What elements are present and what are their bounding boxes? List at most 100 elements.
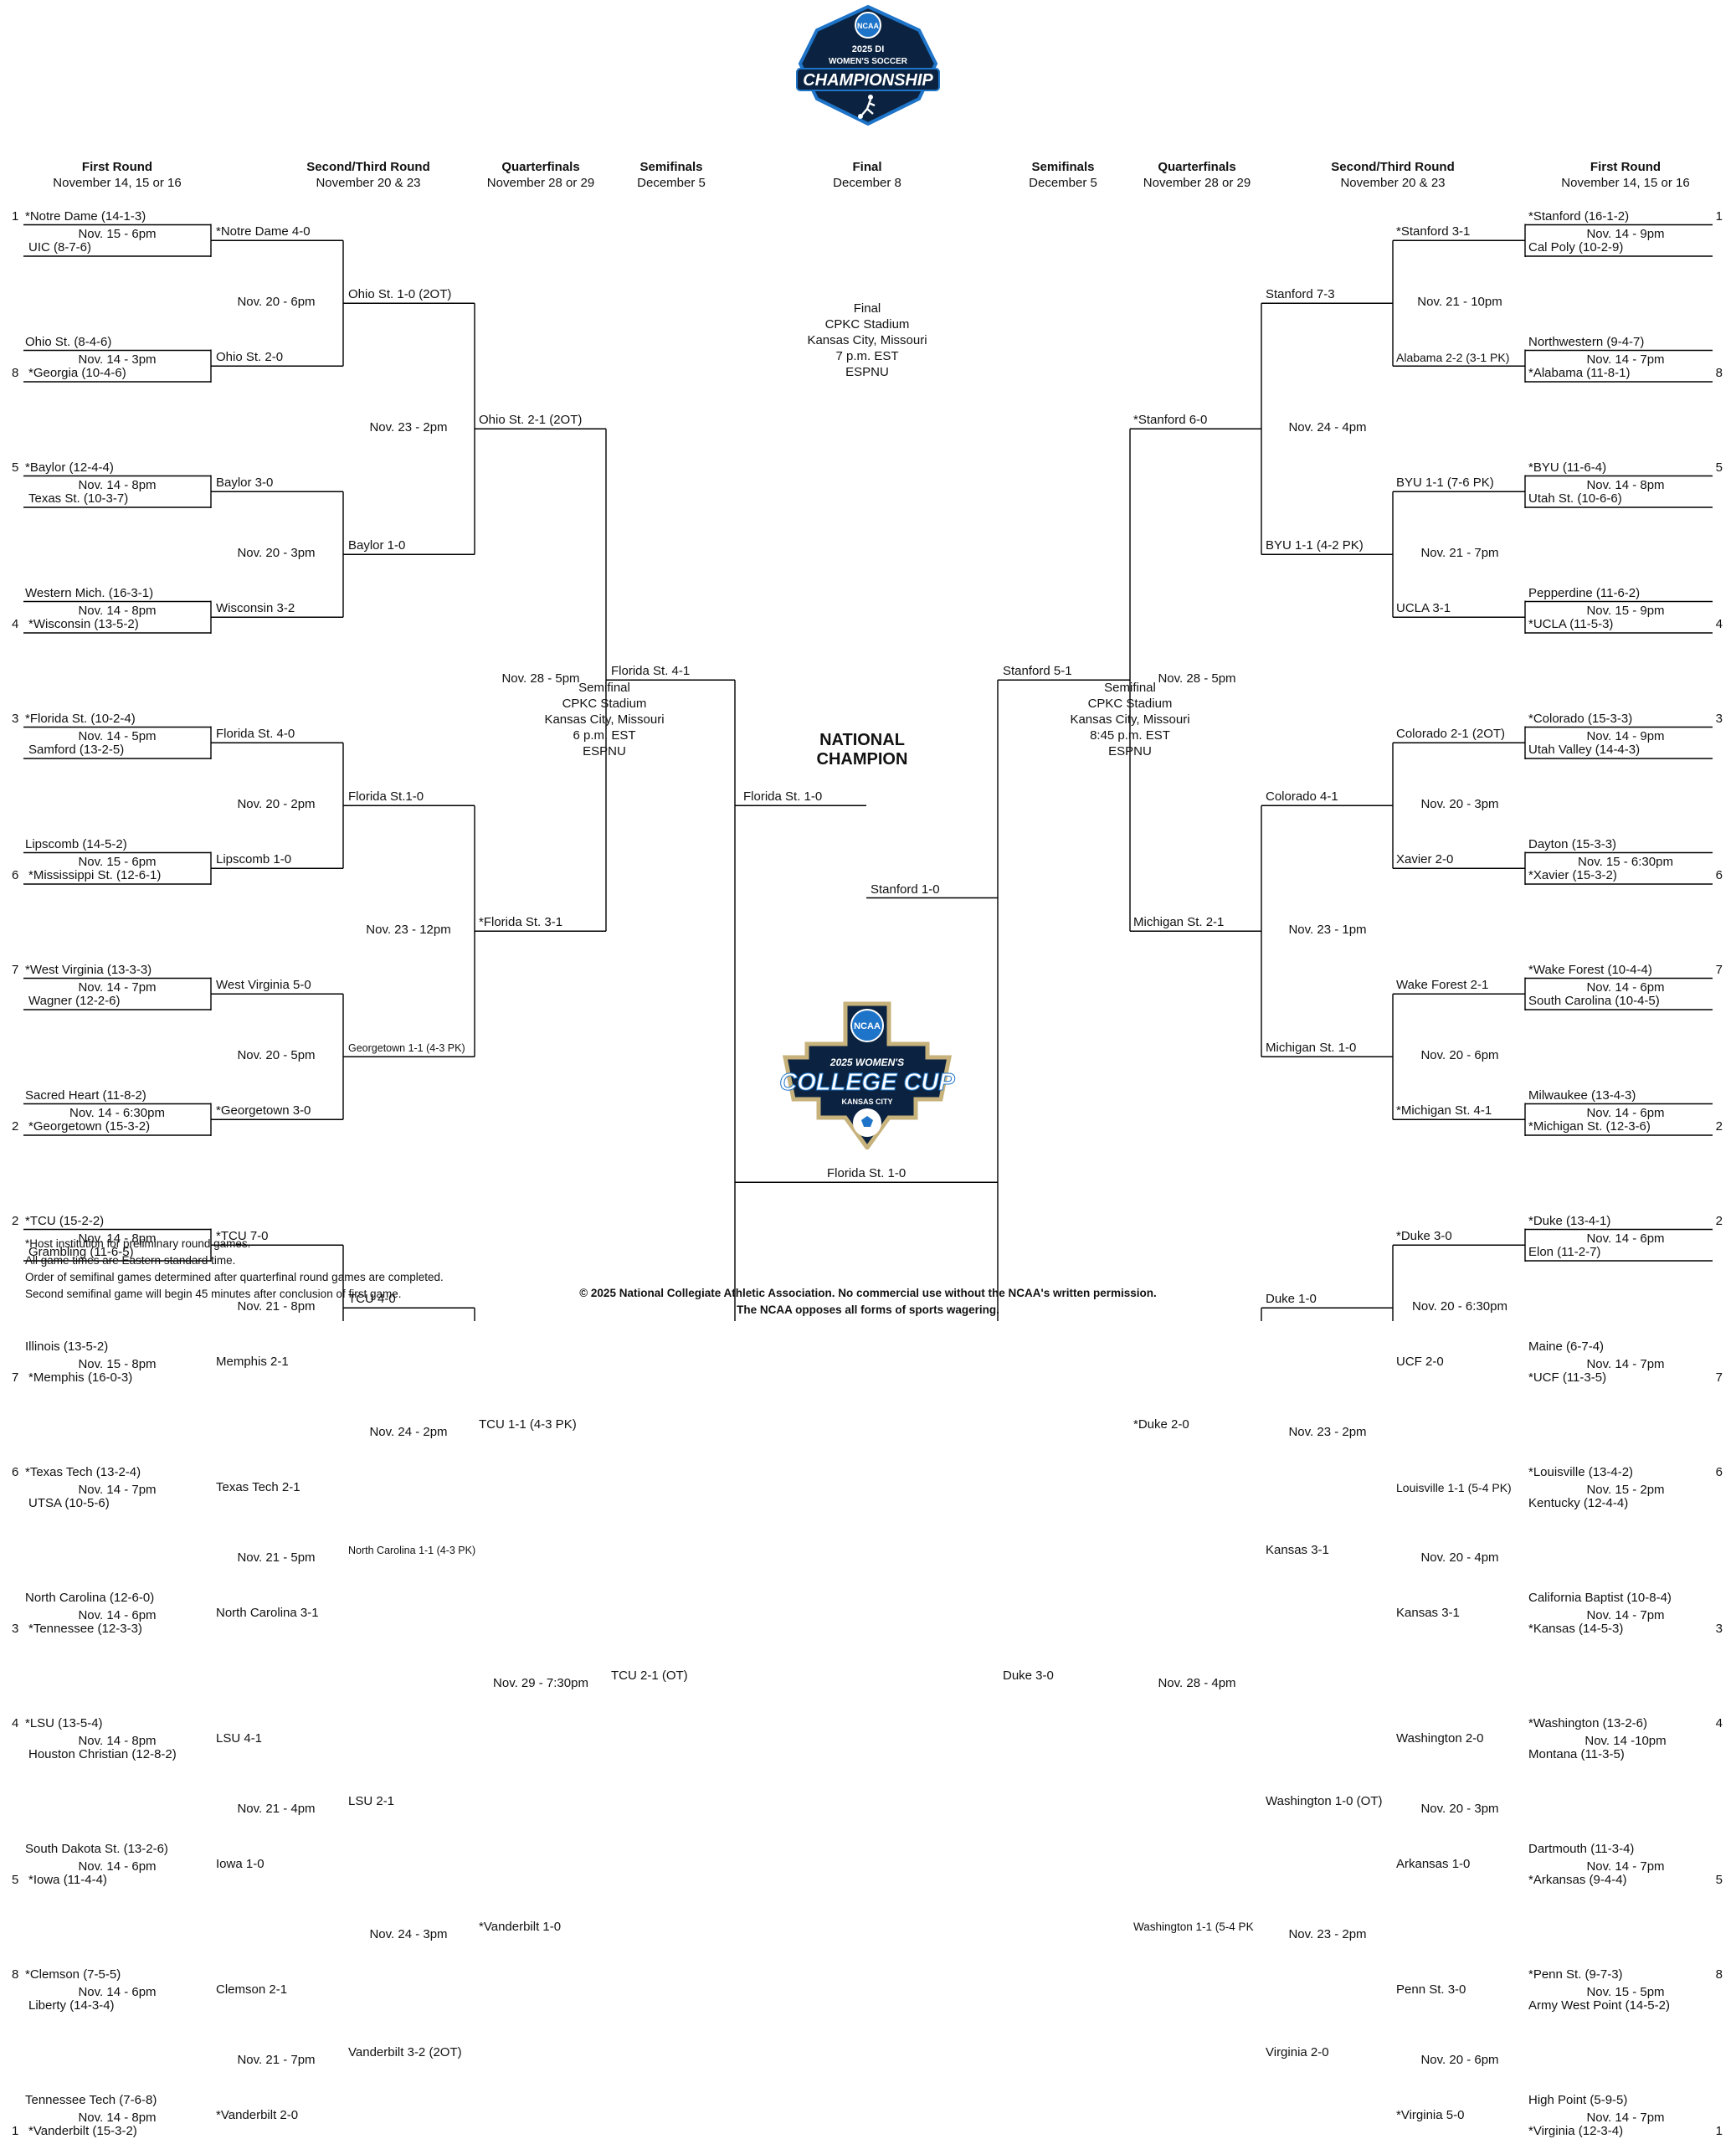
match-result: BYU 1-1 (4-2 PK)	[1266, 538, 1364, 553]
round-dates: November 20 & 23	[1340, 176, 1446, 190]
national-champion-label-line: NATIONAL	[819, 731, 905, 749]
match-result: *Virginia 5-0	[1396, 2108, 1465, 2123]
match-result: Colorado 4-1	[1266, 789, 1338, 805]
round-dates: November 14, 15 or 16	[53, 176, 182, 190]
game-time: Nov. 20 - 3pm	[237, 546, 316, 561]
info-line: 8:45 p.m. EST	[1090, 728, 1170, 743]
match-result: *Stanford 3-1	[1396, 224, 1471, 239]
info-line: 6 p.m. EST	[573, 728, 636, 743]
match-result: *Duke 2-0	[1133, 1417, 1189, 1432]
match-result: Memphis 2-1	[216, 1355, 289, 1370]
round-title: Final	[852, 160, 882, 174]
seed-number: 7	[12, 1370, 19, 1385]
match-result: Michigan St. 1-0	[1266, 1041, 1357, 1056]
top-logo-line1: 2025 DI	[852, 44, 885, 54]
match-result: *Stanford 6-0	[1133, 413, 1208, 428]
match-result: Colorado 2-1 (2OT)	[1396, 727, 1506, 742]
team-entry: *Texas Tech (13-2-4)	[25, 1464, 141, 1479]
match-result: Virginia 2-0	[1266, 2045, 1329, 2060]
seed-number: 8	[12, 366, 19, 380]
match-result: *Georgetown 3-0	[216, 1103, 311, 1118]
round-title: Second/Third Round	[1331, 160, 1455, 174]
team-entry: *LSU (13-5-4)	[25, 1715, 103, 1730]
team-entry: *West Virginia (13-3-3)	[25, 962, 152, 977]
team-entry: *Arkansas (9-4-4)	[1528, 1873, 1627, 1887]
team-entry: *Notre Dame (14-1-3)	[25, 208, 146, 224]
team-entry: UIC (8-7-6)	[28, 240, 92, 255]
team-entry: *Mississippi St. (12-6-1)	[28, 868, 162, 882]
match-result: *Vanderbilt 1-0	[479, 1920, 562, 1935]
footnotes: *Host institution for preliminary round …	[25, 1236, 444, 1303]
match-result: Louisville 1-1 (5-4 PK)	[1396, 1481, 1512, 1495]
team-entry: *Wisconsin (13-5-2)	[28, 617, 139, 631]
seed-number: 4	[1715, 1715, 1723, 1730]
team-entry: Utah St. (10-6-6)	[1528, 491, 1622, 506]
match-result: *Florida St. 3-1	[479, 915, 563, 930]
game-time: Nov. 24 - 4pm	[1288, 420, 1367, 435]
team-entry: Montana (11-3-5)	[1528, 1747, 1625, 1761]
team-entry: *Penn St. (9-7-3)	[1528, 1967, 1623, 1982]
match-result: Baylor 1-0	[348, 538, 406, 553]
match-result: Florida St. 4-0	[216, 727, 295, 742]
match-result: North Carolina 3-1	[216, 1606, 319, 1621]
round-dates: December 8	[833, 176, 901, 190]
game-time: Nov. 14 - 8pm	[78, 603, 157, 618]
team-entry: Dartmouth (11-3-4)	[1528, 1841, 1635, 1856]
team-entry: *Wake Forest (10-4-4)	[1528, 962, 1652, 977]
match-result: *Duke 3-0	[1396, 1229, 1452, 1244]
team-entry: Wagner (12-2-6)	[28, 994, 121, 1008]
finalist-entry: Florida St. 1-0	[827, 1166, 907, 1181]
team-entry: Liberty (14-3-4)	[28, 1998, 115, 2013]
game-time: Nov. 15 - 6pm	[78, 854, 157, 869]
team-entry: *Clemson (7-5-5)	[25, 1967, 121, 1982]
team-entry: South Dakota St. (13-2-6)	[25, 1841, 168, 1856]
team-entry: *Tennessee (12-3-3)	[28, 1622, 142, 1636]
bottom-logo-line1: 2025 WOMEN'S	[829, 1057, 904, 1068]
match-result: Washington 1-1 (5-4 PK	[1133, 1920, 1254, 1934]
seed-number: 2	[12, 1119, 19, 1134]
seed-number: 2	[12, 1213, 19, 1228]
team-entry: North Carolina (12-6-0)	[25, 1590, 155, 1605]
match-result: Lipscomb 1-0	[216, 852, 292, 867]
team-entry: *Stanford (16-1-2)	[1528, 208, 1630, 224]
team-entry: *Louisville (13-4-2)	[1528, 1464, 1634, 1479]
match-result: Kansas 3-1	[1396, 1606, 1460, 1621]
soccer-ball-icon	[853, 1108, 881, 1137]
seed-number: 7	[1715, 1370, 1723, 1385]
top-logo-line2: WOMEN'S SOCCER	[829, 57, 908, 66]
info-line: CPKC Stadium	[824, 317, 910, 332]
ncaa-badge-icon	[850, 1009, 884, 1042]
seed-number: 3	[1715, 1622, 1723, 1636]
seed-number: 6	[1715, 868, 1723, 882]
game-time: Nov. 14 - 3pm	[78, 352, 157, 367]
info-line: Kansas City, Missouri	[807, 333, 927, 347]
match-result: Baylor 3-0	[216, 476, 274, 491]
team-entry: Ohio St. (8-4-6)	[25, 334, 112, 349]
game-time: Nov. 23 - 12pm	[366, 923, 451, 938]
game-time: Nov. 23 - 2pm	[1288, 1425, 1367, 1440]
game-time: Nov. 14 - 6:30pm	[69, 1105, 165, 1120]
match-result: Penn St. 3-0	[1396, 1982, 1466, 1998]
seed-number: 4	[1715, 617, 1723, 631]
seed-number: 3	[12, 711, 19, 726]
seed-number: 1	[12, 208, 19, 224]
info-line: Semifinal	[578, 681, 630, 695]
game-time: Nov. 21 - 8pm	[237, 1299, 316, 1314]
team-entry: *Georgetown (15-3-2)	[28, 1119, 151, 1134]
team-entry: Lipscomb (14-5-2)	[25, 836, 127, 851]
match-result: TCU 1-1 (4-3 PK)	[479, 1417, 577, 1432]
bottom-logo-line2: COLLEGE CUP	[779, 1069, 955, 1096]
match-result: Duke 1-0	[1266, 1292, 1317, 1307]
team-entry: *Baylor (12-4-4)	[25, 460, 114, 475]
game-time: Nov. 20 - 3pm	[1420, 797, 1499, 812]
game-time: Nov. 14 - 7pm	[1586, 1607, 1665, 1622]
team-entry: Milwaukee (13-4-3)	[1528, 1087, 1636, 1103]
team-entry: Northwestern (9-4-7)	[1528, 334, 1645, 349]
game-time: Nov. 14 - 9pm	[1586, 226, 1665, 241]
national-champion-result: Florida St. 1-0	[743, 789, 823, 805]
